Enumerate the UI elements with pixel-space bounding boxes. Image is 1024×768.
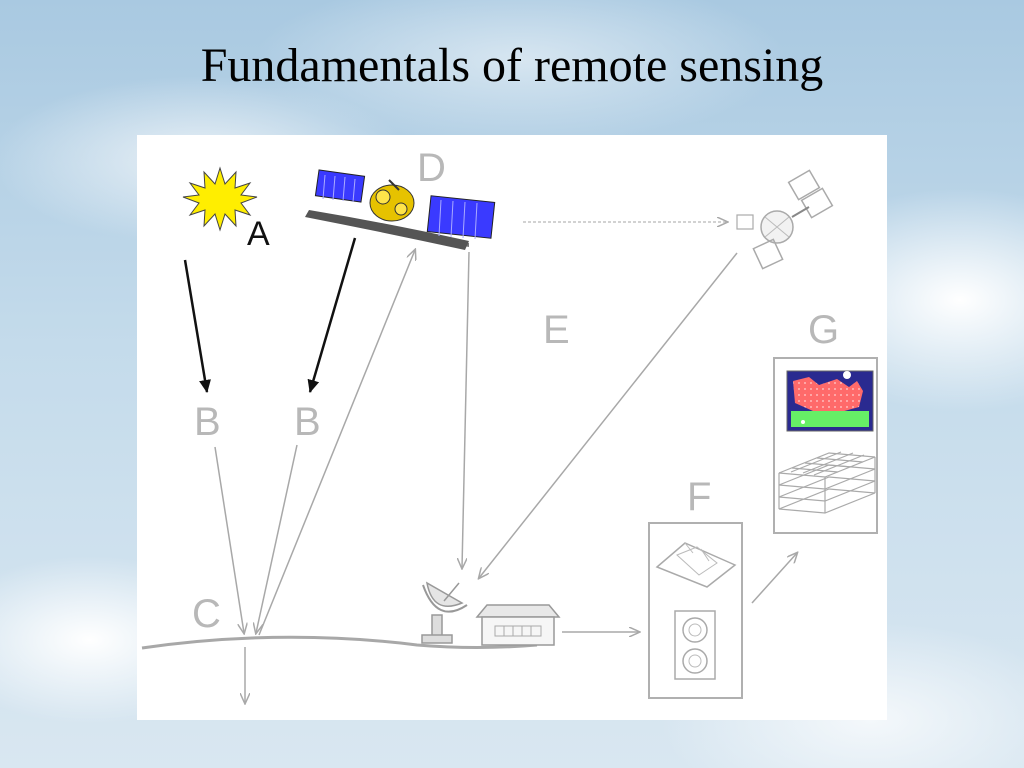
- label-a: A: [247, 215, 270, 253]
- satellite-icon: [305, 169, 496, 250]
- receiving-station-icon: [475, 604, 561, 646]
- slide-title: Fundamentals of remote sensing: [200, 39, 824, 92]
- antenna-dish-icon: [421, 581, 468, 644]
- sun-to-atmosphere-arrow: [183, 259, 211, 393]
- processing-to-application-arrow: [751, 553, 797, 604]
- ground-surface: [141, 635, 538, 650]
- label-e: E: [543, 308, 570, 352]
- tape-drive-icon: [674, 610, 716, 680]
- satellite-to-atmosphere-arrow: [307, 237, 357, 393]
- label-b-right: B: [294, 400, 321, 444]
- thematic-map-icon: [786, 370, 874, 432]
- target-to-satellite-arrow: [258, 250, 415, 636]
- remote-sensing-diagram: A D B B: [141, 146, 878, 720]
- satellite-downlink-arrow: [462, 251, 470, 568]
- relay-downlink-arrow: [479, 252, 738, 578]
- sun-icon: [182, 166, 258, 232]
- label-b-left: B: [194, 400, 221, 444]
- label-f: F: [687, 475, 711, 519]
- diagram-panel: A D B B: [137, 135, 887, 720]
- label-g: G: [808, 308, 839, 352]
- label-d: D: [417, 146, 446, 190]
- atmosphere-to-target-arrow-left: [214, 446, 244, 633]
- atmosphere-to-target-arrow-right: [256, 444, 298, 633]
- relay-satellite-icon: [736, 169, 834, 270]
- data-cube-icon: [778, 451, 876, 514]
- image-print-icon: [655, 542, 737, 588]
- label-c: C: [192, 592, 221, 636]
